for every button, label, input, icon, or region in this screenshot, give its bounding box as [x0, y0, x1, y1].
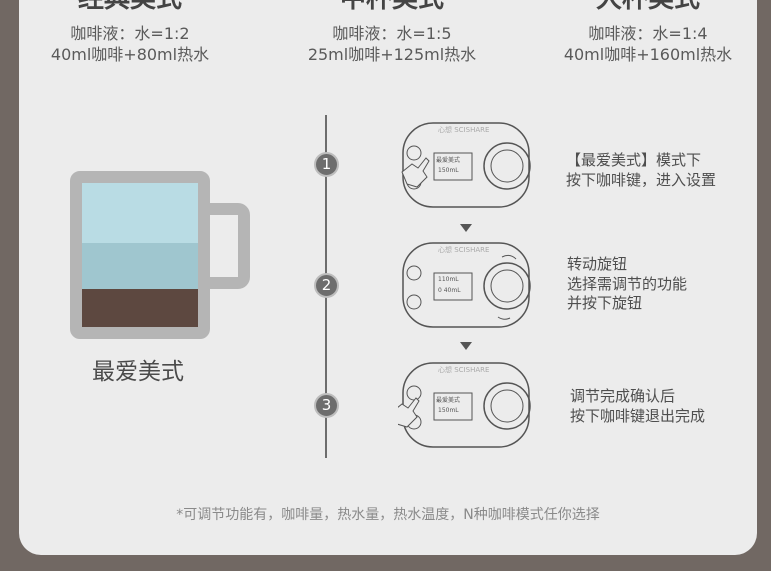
hand-pointer-icon: [391, 397, 420, 428]
step-line: 选择需调节的功能: [567, 274, 688, 293]
recipe-ratio: 咖啡液：水=1:2: [70, 24, 190, 43]
device-brand: 心想 SCISHARE: [438, 126, 490, 134]
step-line: 【最爱美式】模式下: [566, 151, 702, 169]
recipe-ratio: 咖啡液：水=1:5: [332, 24, 452, 43]
step-1-text: 【最爱美式】模式下 按下咖啡键，进入设置: [566, 151, 716, 190]
recipe-amounts: 40ml咖啡+80ml热水: [50, 45, 210, 64]
recipe-title: 大杯美式: [528, 0, 768, 15]
step-number-1: 1: [314, 152, 339, 177]
step-line: 调节完成确认后: [570, 387, 676, 405]
screen-text: 最爱美式: [436, 157, 461, 164]
step-number-3: 3: [314, 393, 339, 418]
screen-text: 110mL: [438, 276, 459, 283]
step-line: 并按下旋钮: [567, 294, 643, 312]
recipe-title: 中杯美式: [272, 0, 512, 15]
device-step-2: 心想 SCISHARE 110mL 0 40mL: [398, 240, 533, 330]
screen-text: 150mL: [438, 167, 459, 174]
step-line: 转动旋钮: [567, 255, 628, 273]
recipe-title: 经典美式: [10, 0, 250, 15]
step-3-text: 调节完成确认后 按下咖啡键退出完成: [570, 387, 705, 426]
device-step-1: 心想 SCISHARE 最爱美式 150mL: [398, 120, 533, 210]
screen-text: 150mL: [438, 407, 459, 414]
hand-pointer-icon: [401, 157, 430, 188]
recipe-amounts: 40ml咖啡+160ml热水: [563, 45, 733, 64]
device-brand: 心想 SCISHARE: [438, 246, 490, 254]
device-brand: 心想 SCISHARE: [438, 366, 490, 374]
step-line: 按下咖啡键，进入设置: [566, 170, 717, 189]
arrow-down-icon: [460, 224, 472, 232]
mug-illustration: [70, 171, 250, 339]
screen-text: 最爱美式: [436, 397, 461, 404]
step-line: 按下咖啡键退出完成: [570, 406, 706, 425]
step-2-text: 转动旋钮 选择需调节的功能 并按下旋钮: [567, 255, 687, 314]
water-light-layer: [76, 177, 204, 243]
coffee-layer: [76, 289, 204, 329]
footnote: *可调节功能有，咖啡量，热水量，热水温度，N种咖啡模式任你选择: [176, 507, 600, 523]
rotate-icon: [497, 254, 517, 320]
recipe-amounts: 25ml咖啡+125ml热水: [307, 45, 477, 64]
step-number-2: 2: [314, 273, 339, 298]
device-step-3: 心想 SCISHARE 最爱美式 150mL: [391, 360, 533, 450]
arrow-down-icon: [460, 342, 472, 350]
recipe-ratio: 咖啡液：水=1:4: [588, 24, 708, 43]
screen-text: 0 40mL: [438, 287, 461, 294]
mug-label: 最爱美式: [92, 359, 184, 385]
water-layer: [76, 243, 204, 289]
